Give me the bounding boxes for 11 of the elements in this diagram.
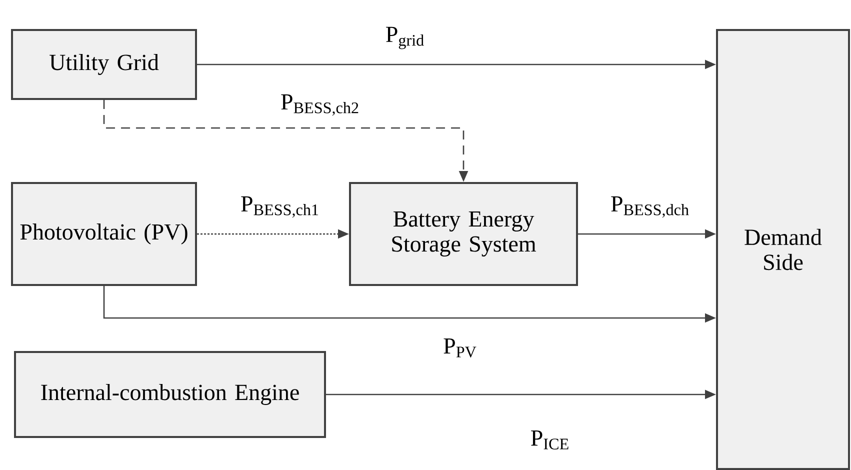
process-box: Battery Energy Storage System xyxy=(349,182,578,286)
edge-label: P$_{BESS,ch1}$ xyxy=(239,195,321,219)
edge-label: P$_{PV}$ xyxy=(442,337,478,358)
edge-label: P$_{ICE}$ xyxy=(529,430,571,450)
edge-label: P$_{grid}$ xyxy=(384,26,426,50)
process-box: Utility Grid xyxy=(11,29,197,100)
edge-label: P$_{BESS,ch2}$ xyxy=(279,93,361,117)
process-box: Demand Side xyxy=(716,29,850,470)
edge-label: P$_{BESS,dch}$ xyxy=(609,195,691,219)
process-box: Photovoltaic (PV) xyxy=(11,182,197,286)
process-box: Internal-combustion Engine xyxy=(14,350,326,438)
